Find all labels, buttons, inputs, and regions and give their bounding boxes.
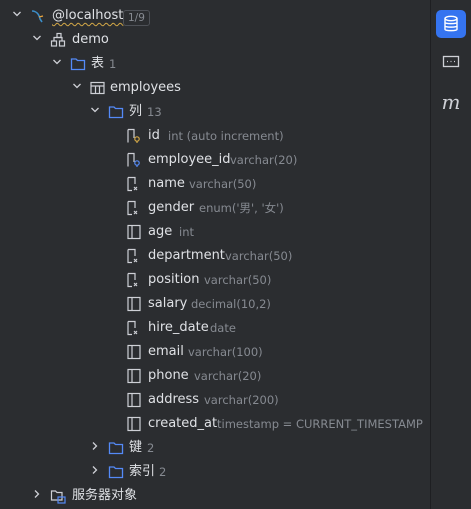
table-icon (89, 76, 105, 100)
column-name: address (148, 392, 200, 407)
column-icon (126, 220, 142, 244)
folder-icon (70, 52, 86, 76)
chevron-down-icon[interactable] (88, 100, 102, 124)
connection-name: @localhost (52, 8, 124, 23)
unique-key-column-icon (126, 148, 142, 172)
column-type: int (179, 225, 194, 239)
column-icon (126, 412, 142, 436)
column-row[interactable]: email varchar(100) (0, 340, 430, 364)
column-type: timestamp = CURRENT_TIMESTAMP (217, 417, 423, 431)
column-type: int (auto increment) (168, 129, 284, 143)
tree-node-database[interactable]: demo (0, 28, 430, 52)
column-name: phone (148, 368, 189, 383)
column-name: department (148, 248, 225, 263)
not-null-column-icon (126, 268, 142, 292)
column-icon (126, 364, 142, 388)
not-null-column-icon (126, 172, 142, 196)
right-tool-strip: m (431, 0, 471, 509)
folder-icon (108, 436, 124, 460)
column-row[interactable]: id int (auto increment) (0, 124, 430, 148)
column-name: created_at (148, 416, 218, 431)
tree-node-columns[interactable]: 列 13 (0, 100, 430, 124)
column-name: age (148, 224, 173, 239)
keys-count: 2 (147, 441, 155, 455)
column-row[interactable]: salary decimal(10,2) (0, 292, 430, 316)
column-icon (126, 292, 142, 316)
columns-label: 列 (129, 104, 143, 119)
column-row[interactable]: phone varchar(20) (0, 364, 430, 388)
table-name: employees (110, 80, 181, 95)
column-name: id (148, 128, 160, 143)
column-row[interactable]: created_at timestamp = CURRENT_TIMESTAMP (0, 412, 430, 436)
panel-divider (430, 0, 431, 509)
chevron-down-icon[interactable] (50, 52, 64, 76)
column-row[interactable]: position varchar(50) (0, 268, 430, 292)
tree-node-table-employees[interactable]: employees (0, 76, 430, 100)
column-type: varchar(50) (225, 249, 293, 263)
column-type: varchar(50) (189, 177, 257, 191)
chevron-right-icon[interactable] (88, 436, 102, 460)
m-icon-glyph: m (441, 90, 461, 114)
indexes-count: 2 (159, 465, 167, 479)
tree-node-tables[interactable]: 表 1 (0, 52, 430, 76)
tree-node-connection[interactable]: @localhost 1/9 (0, 4, 430, 28)
database-name: demo (72, 32, 109, 47)
column-type: decimal(10,2) (191, 297, 271, 311)
column-name: email (148, 344, 184, 359)
keys-label: 键 (129, 440, 143, 455)
column-type: varchar(20) (230, 153, 298, 167)
chevron-right-icon[interactable] (30, 484, 44, 508)
column-row[interactable]: department varchar(50) (0, 244, 430, 268)
m-icon[interactable]: m (436, 88, 466, 116)
not-null-column-icon (126, 244, 142, 268)
column-row[interactable]: address varchar(200) (0, 388, 430, 412)
chevron-down-icon[interactable] (70, 76, 84, 100)
not-null-column-icon (126, 196, 142, 220)
column-name: gender (148, 200, 195, 215)
connection-badge: 1/9 (123, 10, 150, 26)
column-row[interactable]: hire_date date (0, 316, 430, 340)
column-name: name (148, 176, 185, 191)
column-type: varchar(100) (188, 345, 263, 359)
chevron-down-icon[interactable] (30, 28, 44, 52)
schema-icon (50, 28, 66, 52)
server-objects-label: 服务器对象 (72, 488, 138, 503)
columns-count: 13 (147, 105, 162, 119)
not-null-column-icon (126, 316, 142, 340)
column-name: employee_id (148, 152, 231, 167)
tables-label: 表 (91, 56, 105, 71)
tree-node-indexes[interactable]: 索引 2 (0, 460, 430, 484)
mysql-dolphin-icon (30, 4, 46, 28)
indexes-label: 索引 (129, 464, 156, 479)
column-row[interactable]: gender enum('男', '女') (0, 196, 430, 220)
column-type: date (210, 321, 236, 335)
column-type: varchar(20) (194, 369, 262, 383)
database-explorer-tree: @localhost 1/9 demo 表 1 (0, 4, 430, 508)
column-type: varchar(200) (204, 393, 279, 407)
column-type: varchar(50) (204, 273, 272, 287)
folder-icon (108, 460, 124, 484)
chevron-right-icon[interactable] (88, 460, 102, 484)
column-row[interactable]: employee_id varchar(20) (0, 148, 430, 172)
column-row[interactable]: name varchar(50) (0, 172, 430, 196)
column-icon (126, 340, 142, 364)
column-type: enum('男', '女') (199, 201, 284, 215)
primary-key-column-icon (126, 124, 142, 148)
column-row[interactable]: age int (0, 220, 430, 244)
chevron-down-icon[interactable] (10, 4, 24, 28)
tree-node-server-objects[interactable]: 服务器对象 (0, 484, 430, 508)
sql-console-icon[interactable] (436, 48, 466, 76)
column-name: salary (148, 296, 188, 311)
tree-node-keys[interactable]: 键 2 (0, 436, 430, 460)
column-icon (126, 388, 142, 412)
column-name: position (148, 272, 200, 287)
server-objects-icon (50, 484, 66, 508)
column-name: hire_date (148, 320, 209, 335)
tables-count: 1 (109, 57, 117, 71)
folder-icon (108, 100, 124, 124)
database-icon[interactable] (436, 10, 466, 38)
